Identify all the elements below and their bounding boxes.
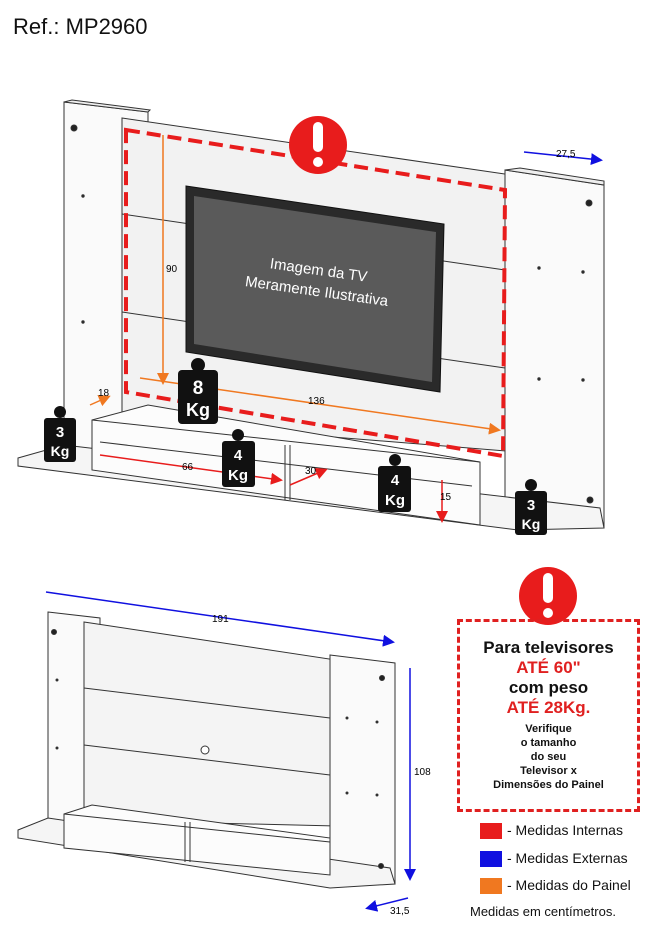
svg-text:Kg: Kg — [228, 467, 248, 484]
weight-4kg-a: 4 Kg — [222, 429, 255, 487]
warning-line2: ATÉ 60" — [516, 658, 581, 677]
svg-text:Kg: Kg — [385, 492, 405, 509]
warning-line7: do seu — [530, 751, 567, 763]
weight-3kg-b: 3 Kg — [515, 479, 547, 535]
dim-31_5-line — [365, 897, 409, 912]
bottom-unit-drawing — [17, 611, 396, 889]
weight-3kg-a: 3 Kg — [44, 406, 76, 462]
svg-text:3: 3 — [56, 424, 64, 441]
reference-title: Ref.: MP2960 — [13, 14, 148, 39]
svg-text:Kg: Kg — [51, 443, 70, 459]
dim-15-label: 15 — [440, 492, 452, 503]
dim-136-label: 136 — [308, 396, 325, 407]
legend-internal: - Medidas Internas — [480, 822, 623, 840]
warning-icon-top — [289, 116, 347, 174]
svg-text:4: 4 — [234, 447, 243, 464]
dim-30-line — [289, 468, 328, 486]
warning-box: Para televisores ATÉ 60" com peso ATÉ 28… — [457, 619, 640, 812]
warning-line1: Para televisores — [483, 638, 614, 657]
dim-108-label: 108 — [414, 767, 431, 778]
weight-4kg-b: 4 Kg — [378, 454, 411, 512]
svg-text:4: 4 — [391, 472, 400, 489]
legend-swatch-blue — [480, 851, 502, 868]
warning-line3: com peso — [508, 678, 589, 697]
legend-swatch-orange — [480, 878, 502, 895]
warning-line8: Televisor x — [520, 765, 577, 777]
weight-8kg: 8 Kg — [178, 358, 218, 424]
dim-18-label: 18 — [98, 388, 110, 399]
dim-27_5-label: 27,5 — [556, 149, 576, 160]
warning-line6: o tamanho — [520, 737, 577, 749]
dim-30-label: 30 — [305, 466, 317, 477]
dim-31_5-label: 31,5 — [390, 906, 410, 917]
dim-66-label: 66 — [182, 462, 194, 473]
internal-area-outline — [124, 127, 508, 459]
warning-line4: ATÉ 28Kg. — [506, 698, 591, 717]
svg-text:Kg: Kg — [522, 516, 541, 532]
svg-text:Kg: Kg — [186, 400, 210, 420]
legend-swatch-red — [480, 823, 502, 840]
dim-18-line — [89, 395, 111, 407]
dim-191-label: 191 — [212, 614, 229, 625]
legend-external: - Medidas Externas — [480, 850, 628, 868]
dim-191-line — [45, 591, 395, 647]
dim-27_5-line — [523, 151, 603, 166]
legend-panel: - Medidas do Painel — [480, 877, 631, 895]
units-footnote: Medidas em centímetros. — [470, 904, 616, 919]
dim-90-label: 90 — [166, 264, 178, 275]
warning-icon-bottom — [519, 567, 577, 625]
warning-line5: Verifique — [525, 723, 572, 735]
svg-text:3: 3 — [527, 497, 535, 514]
svg-text:8: 8 — [193, 378, 204, 399]
warning-line9: Dimensões do Painel — [493, 779, 604, 791]
